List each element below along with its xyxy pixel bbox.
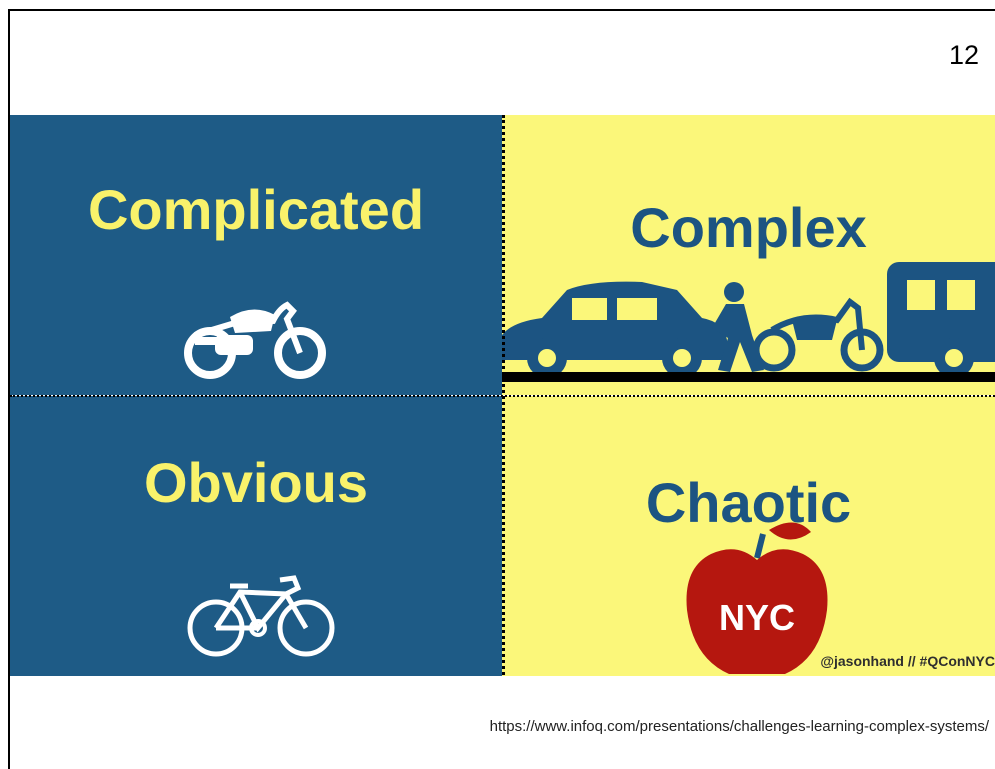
bicycle-icon bbox=[187, 575, 335, 657]
apple-icon: NYC bbox=[686, 522, 828, 674]
traffic-scene-icon bbox=[502, 262, 995, 382]
quadrant-title-complicated: Complicated bbox=[87, 178, 425, 241]
apple-label: NYC bbox=[719, 597, 795, 638]
source-url[interactable]: https://www.infoq.com/presentations/chal… bbox=[489, 718, 989, 735]
quadrant-complicated: Complicated bbox=[10, 115, 502, 395]
page-number: 12 bbox=[948, 40, 979, 70]
quadrant-obvious: Obvious bbox=[10, 396, 502, 676]
watermark: @jasonhand // #QConNYC bbox=[820, 653, 995, 669]
quadrant-title-obvious: Obvious bbox=[143, 451, 369, 514]
horizontal-divider bbox=[10, 395, 995, 397]
quadrant-title-complex: Complex bbox=[630, 196, 867, 259]
motorcycle-icon bbox=[184, 301, 326, 379]
quadrant-chaotic: Chaotic NYC bbox=[502, 396, 995, 676]
quadrant-complex: Complex bbox=[502, 115, 995, 395]
slide-frame bbox=[8, 9, 995, 769]
quadrant-title-chaotic: Chaotic bbox=[645, 471, 852, 534]
